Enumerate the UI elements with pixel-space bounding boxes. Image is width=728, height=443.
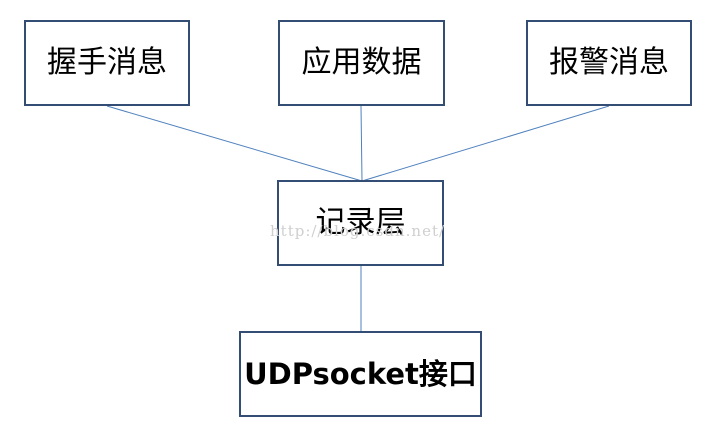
- node-application-data: 应用数据: [278, 20, 445, 106]
- node-alert-messages: 报警消息: [526, 20, 692, 106]
- edge-appdata-record: [360, 105, 363, 182]
- edge-handshake-record: [106, 105, 363, 182]
- node-handshake-messages: 握手消息: [24, 20, 190, 106]
- watermark-text: http://blog.csdn.net/: [270, 222, 446, 240]
- node-label: 应用数据: [301, 45, 422, 80]
- node-label: 报警消息: [549, 45, 669, 80]
- node-label: 握手消息: [47, 45, 167, 80]
- node-label: UDPsocket接口: [244, 356, 477, 391]
- node-record-layer: 记录层: [277, 180, 444, 266]
- edge-alert-record: [361, 105, 610, 182]
- node-udp-socket-interface: UDPsocket接口: [239, 331, 482, 417]
- node-label: 记录层: [315, 205, 406, 240]
